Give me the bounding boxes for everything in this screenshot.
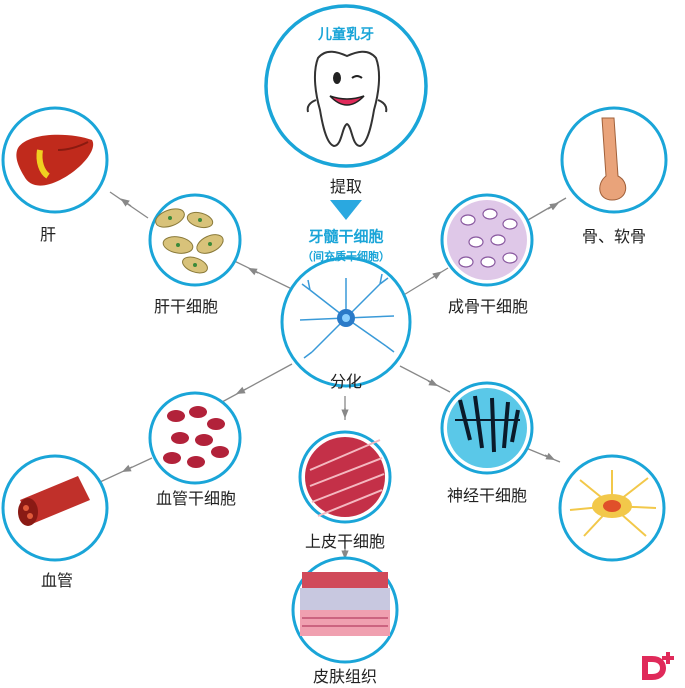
liver-node xyxy=(1,106,109,214)
epithelial-cell-icon xyxy=(309,439,385,517)
bone-cell-icon xyxy=(458,208,518,268)
liver-icon xyxy=(16,134,94,186)
extract-arrow-icon xyxy=(330,200,362,220)
liver-stem-cell-node xyxy=(148,193,242,287)
stem-cell-icon xyxy=(299,273,395,359)
bone-node xyxy=(560,106,668,214)
connector-center-to-vascular-cell xyxy=(221,363,293,403)
dental-pulp-stem-cell-node xyxy=(280,256,412,388)
liver-stem-cell-label: 肝干细胞 xyxy=(153,297,219,316)
connector-nerve-cell-to-neuron xyxy=(525,447,561,463)
connector-vessel-arrow xyxy=(121,464,133,473)
neuron-icon xyxy=(569,470,657,537)
skin-tissue-icon xyxy=(300,572,390,636)
nerve-stem-cell-node xyxy=(440,381,534,475)
connector-neuron-arrow xyxy=(544,452,556,461)
top-title: 儿童乳牙 xyxy=(318,27,374,43)
connector-vascular-arrow xyxy=(235,386,247,395)
nerve-stem-cell-label: 神经干细胞 xyxy=(446,486,528,505)
bone-stem-cell-node xyxy=(440,193,534,287)
connector-center-to-nerve-cell xyxy=(399,365,451,393)
brand-d-plus-icon xyxy=(642,652,674,680)
vessel-node xyxy=(1,454,109,562)
connector-liver-arrow xyxy=(120,198,132,207)
connector-bone-arrow xyxy=(431,271,442,280)
blood-vessel-icon xyxy=(18,476,90,526)
neuron-node xyxy=(558,454,666,562)
connector-nerve-arrow xyxy=(427,378,439,387)
liver-label: 肝 xyxy=(39,225,57,244)
center-title: 牙髓干细胞 xyxy=(308,227,384,246)
nerve-cell-icon xyxy=(455,395,520,453)
differentiation-label: 分化 xyxy=(329,372,363,391)
red-blood-cell-icon xyxy=(163,406,229,468)
connector-center-liver-arrow xyxy=(247,267,259,276)
epidermal-stem-cell-node xyxy=(298,430,392,524)
bone-icon xyxy=(599,117,627,201)
bone-label: 骨、软骨 xyxy=(581,227,647,246)
bone-stem-cell-label: 成骨干细胞 xyxy=(447,297,529,316)
tooth-node xyxy=(264,4,428,168)
skin-node xyxy=(291,556,399,664)
skin-label: 皮肤组织 xyxy=(312,667,378,686)
epidermal-stem-cell-label: 上皮干细胞 xyxy=(304,532,386,551)
connector-lines xyxy=(99,191,567,560)
liver-cell-icon xyxy=(155,208,224,274)
vessel-label: 血管 xyxy=(40,571,74,590)
extract-label: 提取 xyxy=(329,177,363,196)
tooth-icon xyxy=(306,50,388,148)
vascular-stem-cell-label: 血管干细胞 xyxy=(155,489,237,508)
connector-center-to-bone-cell xyxy=(401,267,449,297)
connector-bone-target-arrow xyxy=(547,202,559,211)
connector-bone-cell-to-bone xyxy=(527,197,567,221)
vascular-stem-cell-node xyxy=(148,391,242,485)
center-subtitle: （间充质干细胞） xyxy=(302,250,390,263)
